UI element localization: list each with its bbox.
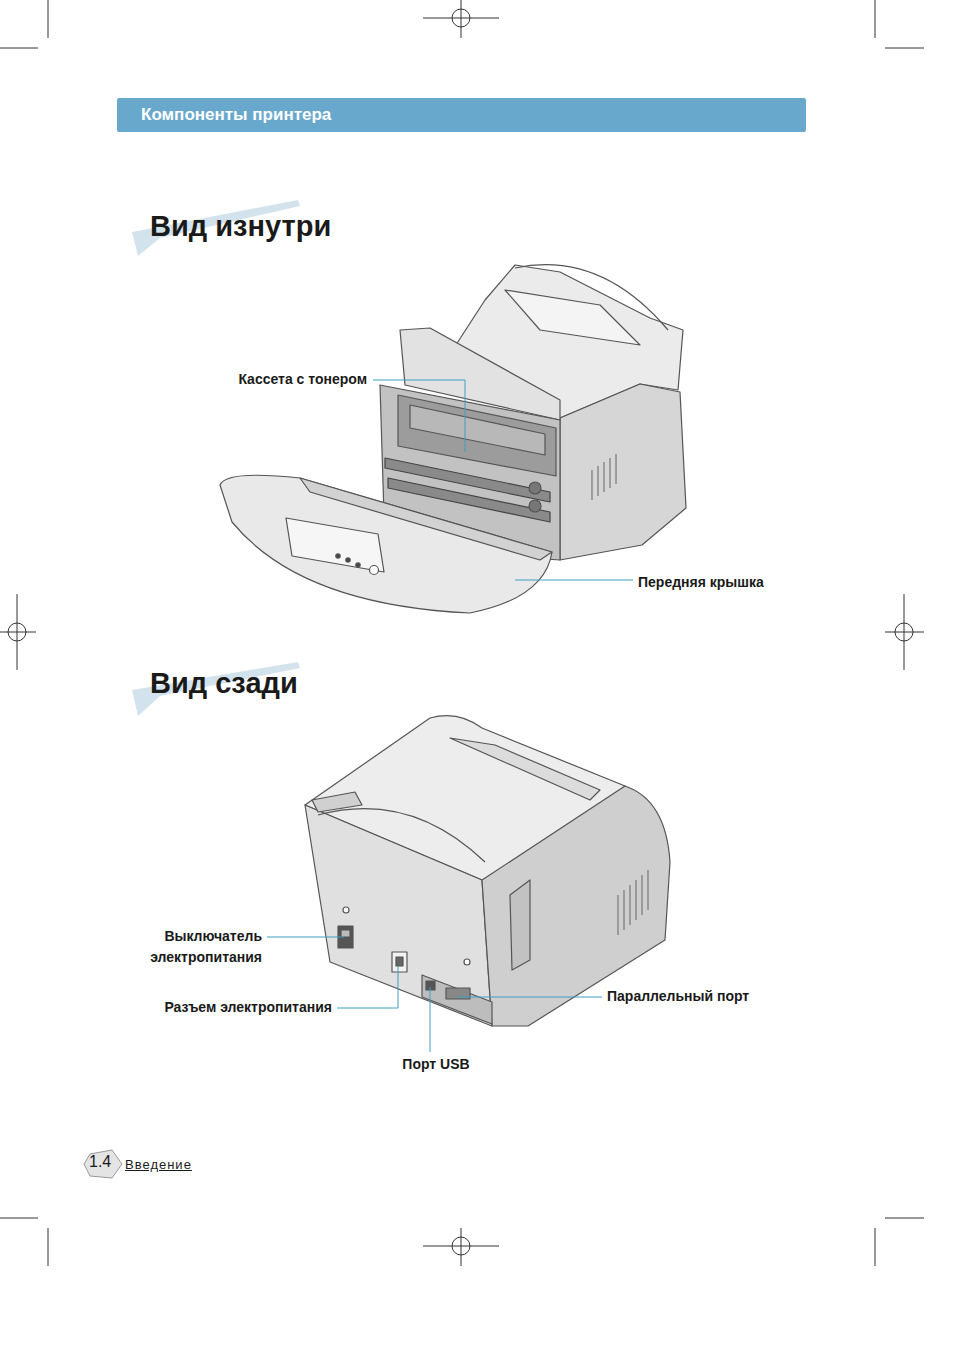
callout-label: Порт USB — [386, 1056, 486, 1072]
printer-inside-view — [220, 265, 686, 613]
leader-lines — [267, 380, 633, 1052]
printer-rear-view — [305, 716, 670, 1026]
section-heading: Вид изнутри — [150, 210, 331, 243]
header-text: Компоненты принтера — [141, 98, 790, 132]
callout-label: Параллельный порт — [607, 988, 749, 1004]
callout-label: Передняя крышка — [638, 574, 764, 590]
callout-label: Выключатель электропитания — [137, 926, 262, 968]
callout-label: Кассета с тонером — [238, 371, 367, 387]
page-badge — [84, 1150, 122, 1178]
crop-marks — [0, 0, 924, 1266]
chapter-name: Введение — [125, 1157, 192, 1172]
header-band: Компоненты принтера — [117, 98, 806, 132]
heading-swoosh — [132, 200, 300, 716]
callout-label: Разъем электропитания — [164, 999, 332, 1015]
section-heading: Вид сзади — [150, 667, 298, 700]
page-number: 1.4 — [89, 1153, 111, 1171]
